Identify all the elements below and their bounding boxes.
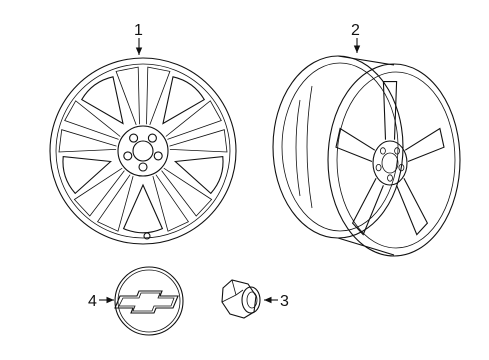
spoke-7 xyxy=(97,174,134,232)
front-rim-inner xyxy=(336,71,456,249)
lug-nut xyxy=(221,279,261,319)
side-view-lug-holes xyxy=(375,147,405,182)
bowtie-emblem-inner xyxy=(118,292,175,312)
center-cap xyxy=(114,266,184,336)
callout-2-label: 2 xyxy=(351,22,360,39)
side-hub xyxy=(372,140,408,186)
valve-stem-hole xyxy=(143,232,151,240)
wheel-hub xyxy=(117,125,169,177)
callout-3: 3 xyxy=(264,293,289,310)
callout-1-label: 1 xyxy=(134,22,143,39)
side-spoke-5 xyxy=(335,127,376,163)
wheel-spokes xyxy=(58,66,228,234)
callout-3-label: 3 xyxy=(280,293,289,310)
callout-4-label: 4 xyxy=(88,293,97,310)
side-view-spokes xyxy=(335,81,445,236)
rear-rim-inner xyxy=(281,62,399,232)
barrel-drop-center-2 xyxy=(306,85,313,209)
side-lug-hole-3 xyxy=(387,174,393,182)
spoke-9 xyxy=(58,129,117,153)
side-lug-hole-1 xyxy=(394,147,401,155)
wheel-side-view xyxy=(272,55,461,257)
barrel-top xyxy=(337,55,395,66)
lug-hole-3 xyxy=(138,162,148,172)
lug-hole-1 xyxy=(147,133,157,143)
callout-1: 1 xyxy=(134,22,143,55)
wheel-center-bore xyxy=(132,140,154,162)
lug-nut-washer xyxy=(241,286,261,314)
wheel-front-view xyxy=(49,57,237,245)
bowtie-emblem-outer xyxy=(114,290,179,314)
side-lug-hole-4 xyxy=(375,164,382,172)
side-lug-hole-2 xyxy=(398,164,405,172)
spoke-window-4 xyxy=(62,155,112,195)
side-spoke-4 xyxy=(351,178,384,236)
side-spoke-1 xyxy=(382,81,398,140)
lug-hole-4 xyxy=(123,151,133,161)
wheel-inner-rim xyxy=(55,63,231,239)
spoke-window-2 xyxy=(174,155,224,195)
spoke-window-3 xyxy=(122,183,164,234)
lug-hole-5 xyxy=(129,133,139,143)
spoke-window-1 xyxy=(162,76,206,125)
side-spoke-2 xyxy=(404,127,445,163)
lug-hole-2 xyxy=(153,151,163,161)
spoke-5 xyxy=(161,167,213,217)
spoke-2 xyxy=(146,66,171,126)
side-center-bore xyxy=(381,152,399,174)
side-spoke-3 xyxy=(396,178,429,236)
callout-4: 4 xyxy=(88,293,114,310)
barrel-drop-center xyxy=(295,99,301,197)
front-rim-outer xyxy=(327,63,461,257)
spoke-6 xyxy=(152,174,189,232)
center-cap-outer xyxy=(114,266,184,336)
lug-nut-bore xyxy=(246,291,258,309)
lug-nut-body xyxy=(221,279,257,319)
spoke-8 xyxy=(73,167,125,217)
callout-2: 2 xyxy=(351,22,361,53)
spoke-4 xyxy=(169,129,228,153)
lug-nut-facet-3 xyxy=(235,289,244,296)
wheel-outer-rim xyxy=(49,57,237,245)
lug-nut-facet-1 xyxy=(231,279,237,296)
spoke-3 xyxy=(165,100,222,140)
spoke-10 xyxy=(64,100,121,140)
spoke-1 xyxy=(115,66,140,126)
lug-holes xyxy=(123,133,163,172)
spoke-window-5 xyxy=(80,76,124,125)
side-lug-hole-5 xyxy=(379,147,386,155)
center-cap-inner xyxy=(117,269,181,333)
lug-nut-facet-2 xyxy=(221,294,237,303)
